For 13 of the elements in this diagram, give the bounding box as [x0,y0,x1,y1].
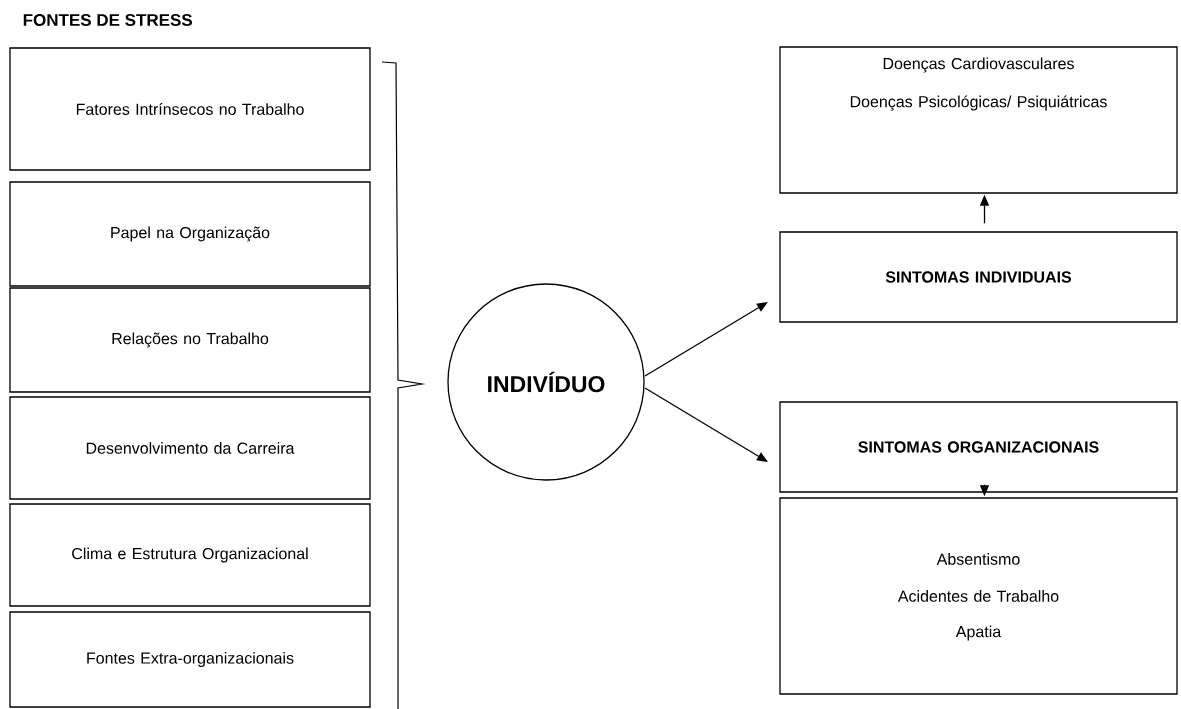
text-box: Absentismo Acidentes de Trabalho Apatia [779,497,1178,695]
text-box: Fontes Extra-organizacionais [9,611,371,708]
text-box: Fatores Intrínsecos no Trabalho [9,47,371,171]
text-box: Papel na Organização [9,181,371,287]
arrow [644,387,768,462]
text-box: Doenças Cardiovasculares Doenças Psicológicas/ Psiquiátricas [779,46,1178,194]
text-box: SINTOMAS INDIVIDUAIS [779,231,1178,323]
text-box: Clima e Estrutura Organizacional [9,503,371,607]
text-box: SINTOMAS ORGANIZACIONAIS [779,401,1178,493]
title: FONTES DE STRESS [23,13,192,26]
arrow [644,302,768,377]
text-box: Relações no Trabalho [9,287,371,393]
text-box: Desenvolvimento da Carreira [9,396,371,500]
